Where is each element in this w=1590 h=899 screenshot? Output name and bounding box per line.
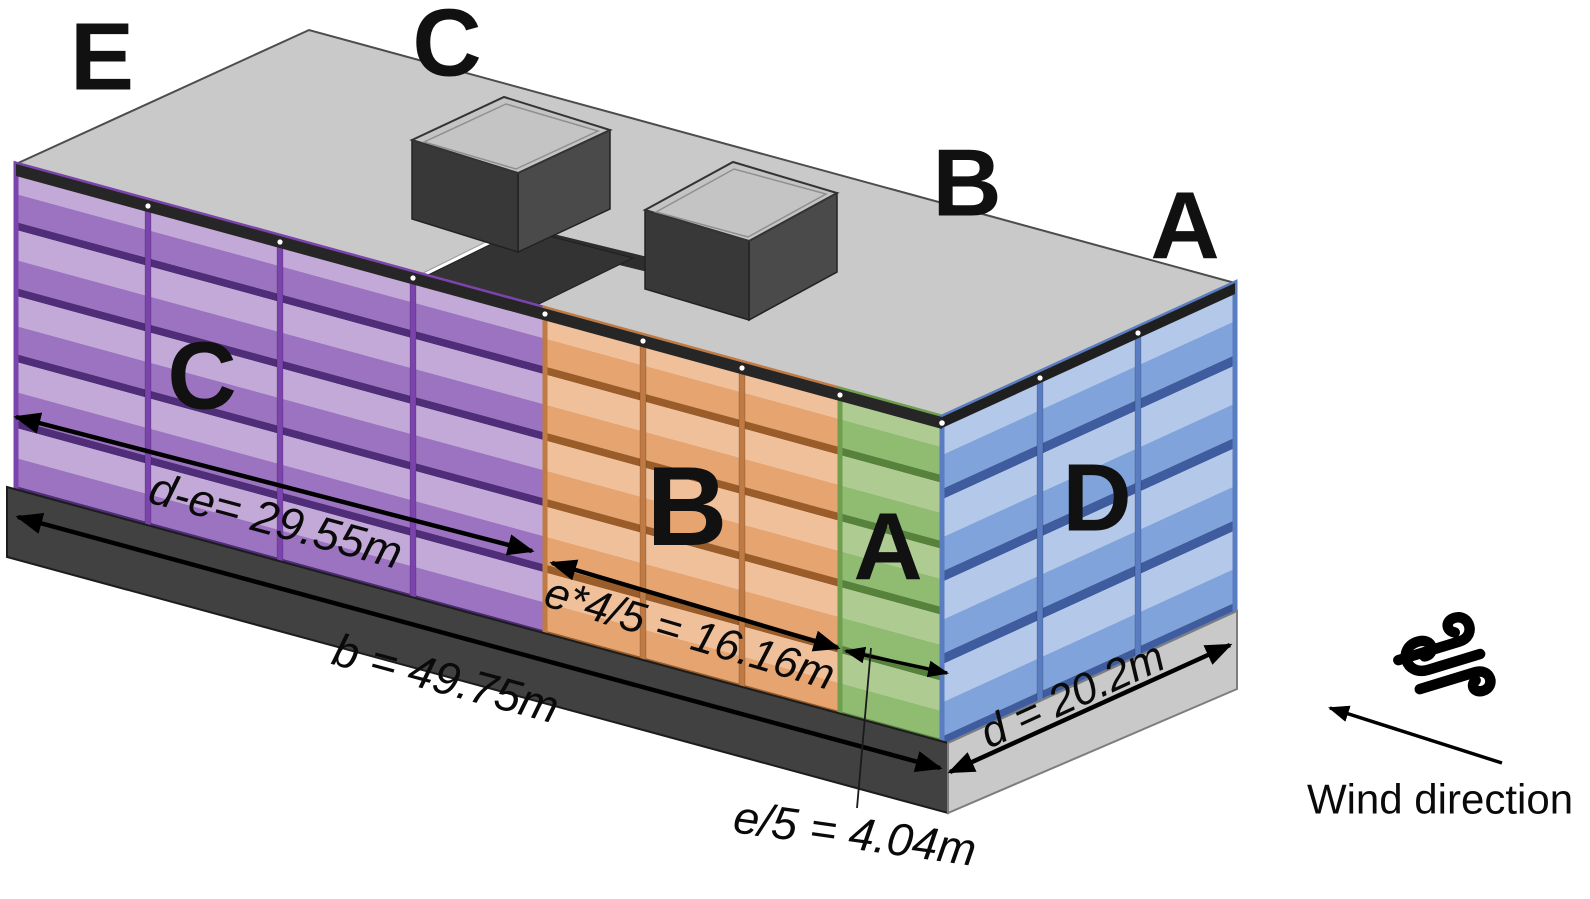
rooftop-box-2 xyxy=(642,160,840,322)
facade-panel xyxy=(545,366,840,456)
facade-panel xyxy=(1036,370,1044,705)
facade-panel xyxy=(409,271,417,604)
leader-line-e5 xyxy=(856,647,872,809)
facade-panel xyxy=(545,404,840,514)
roof-zone-label-b: B xyxy=(932,130,1001,237)
roof-edge-highlight-dots xyxy=(145,203,1141,426)
roof-zone-label-a: A xyxy=(1150,173,1219,280)
rooftop-box-1 xyxy=(409,95,613,254)
facade-zone-label-b: B xyxy=(647,444,728,569)
roof-edge-trim-front xyxy=(16,164,942,429)
facade-panel xyxy=(545,338,840,448)
facade-panel xyxy=(942,355,1235,500)
facade-panel xyxy=(942,486,1235,654)
facade-zone-label-d: D xyxy=(1062,445,1131,552)
facade-panel xyxy=(545,432,840,522)
dimension-line-e45 xyxy=(549,559,841,652)
roof-zone-label-e: E xyxy=(70,4,134,111)
facade-panel xyxy=(840,419,942,475)
rooftop-box-1-lid xyxy=(409,95,613,175)
rooftop-box-2-lid xyxy=(642,160,840,243)
facade-zone-label-a: A xyxy=(853,494,922,601)
roof-zone-label-c: C xyxy=(412,0,481,97)
facade-panel xyxy=(942,321,1235,489)
facade-zone-label-c: C xyxy=(167,323,236,430)
wind-direction-arrow xyxy=(1327,705,1503,765)
facade-panel xyxy=(942,437,1235,582)
roof-edge-trim-side xyxy=(942,283,1235,428)
facade-panel xyxy=(545,374,840,486)
facade-panel xyxy=(1134,325,1142,660)
facade-panel xyxy=(942,448,1235,620)
dimension-line-b xyxy=(15,512,943,773)
rooftop-box-2-lid-rim xyxy=(654,168,828,238)
wind-icon xyxy=(1393,612,1496,697)
facade-panel xyxy=(840,447,942,483)
dimension-line-d xyxy=(947,642,1233,775)
facade-panel xyxy=(942,520,1235,665)
wind-direction-label: Wind direction xyxy=(1307,776,1573,823)
facade-panel xyxy=(942,365,1235,538)
facade-panel xyxy=(942,403,1235,572)
facade-panel xyxy=(840,455,942,513)
facade-panel xyxy=(144,198,152,532)
rooftop-box-1-lid-rim xyxy=(421,103,601,170)
dimension-line-e5 xyxy=(843,646,950,678)
